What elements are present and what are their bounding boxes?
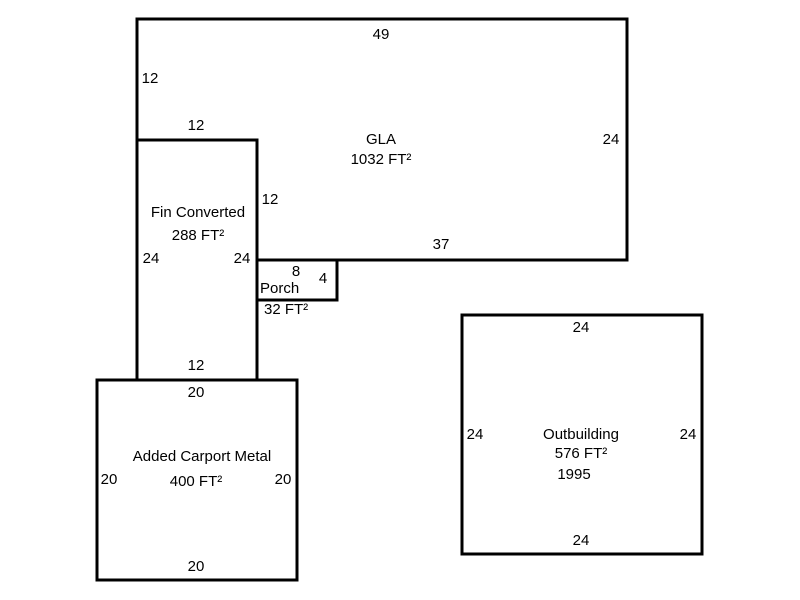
gla-dim-bottom: 37 xyxy=(433,236,450,253)
gla-area-value: 1032 FT² xyxy=(351,151,412,168)
fin-converted-area: Fin Converted 288 FT² 24 24 12 xyxy=(135,138,259,382)
gla-dim-inner-top: 12 xyxy=(188,117,205,134)
porch-area-value: 32 FT² xyxy=(264,301,308,318)
fin-converted-area-value: 288 FT² xyxy=(172,227,225,244)
gla-name: GLA xyxy=(366,131,396,148)
carport-dim-bottom: 20 xyxy=(188,558,205,575)
gla-dim-right: 24 xyxy=(603,131,620,148)
fin-converted-dim-bottom: 12 xyxy=(188,357,205,374)
outbuilding-dim-left: 24 xyxy=(467,426,484,443)
carport-dim-left: 20 xyxy=(101,471,118,488)
porch-area: 8 4 Porch 32 FT² xyxy=(255,258,339,318)
gla-dim-inner-side: 12 xyxy=(262,191,279,208)
outbuilding-name: Outbuilding xyxy=(543,426,619,443)
carport-outline xyxy=(95,378,299,582)
fin-converted-name: Fin Converted xyxy=(151,204,245,221)
porch-name: Porch xyxy=(260,280,299,297)
carport-area: 20 Added Carport Metal 400 FT² 20 20 20 xyxy=(95,378,299,582)
outbuilding-dim-right: 24 xyxy=(680,426,697,443)
carport-dim-top: 20 xyxy=(188,384,205,401)
outbuilding-dim-bottom: 24 xyxy=(573,532,590,549)
gla-dim-left: 12 xyxy=(142,70,159,87)
outbuilding-area-value: 576 FT² xyxy=(555,445,608,462)
carport-area-value: 400 FT² xyxy=(170,473,223,490)
outbuilding-year: 1995 xyxy=(557,466,590,483)
outbuilding-dim-top: 24 xyxy=(573,319,590,336)
porch-outline xyxy=(255,258,339,302)
outbuilding-area: 24 24 24 Outbuilding 576 FT² 1995 24 xyxy=(460,313,704,556)
porch-dim-right: 4 xyxy=(319,270,327,287)
fin-converted-dim-left: 24 xyxy=(143,250,160,267)
carport-dim-right: 20 xyxy=(275,471,292,488)
porch-dim-top: 8 xyxy=(292,263,300,280)
carport-name: Added Carport Metal xyxy=(133,448,271,465)
gla-dim-top: 49 xyxy=(373,26,390,43)
fin-converted-dim-right: 24 xyxy=(234,250,251,267)
outbuilding-outline xyxy=(460,313,704,556)
